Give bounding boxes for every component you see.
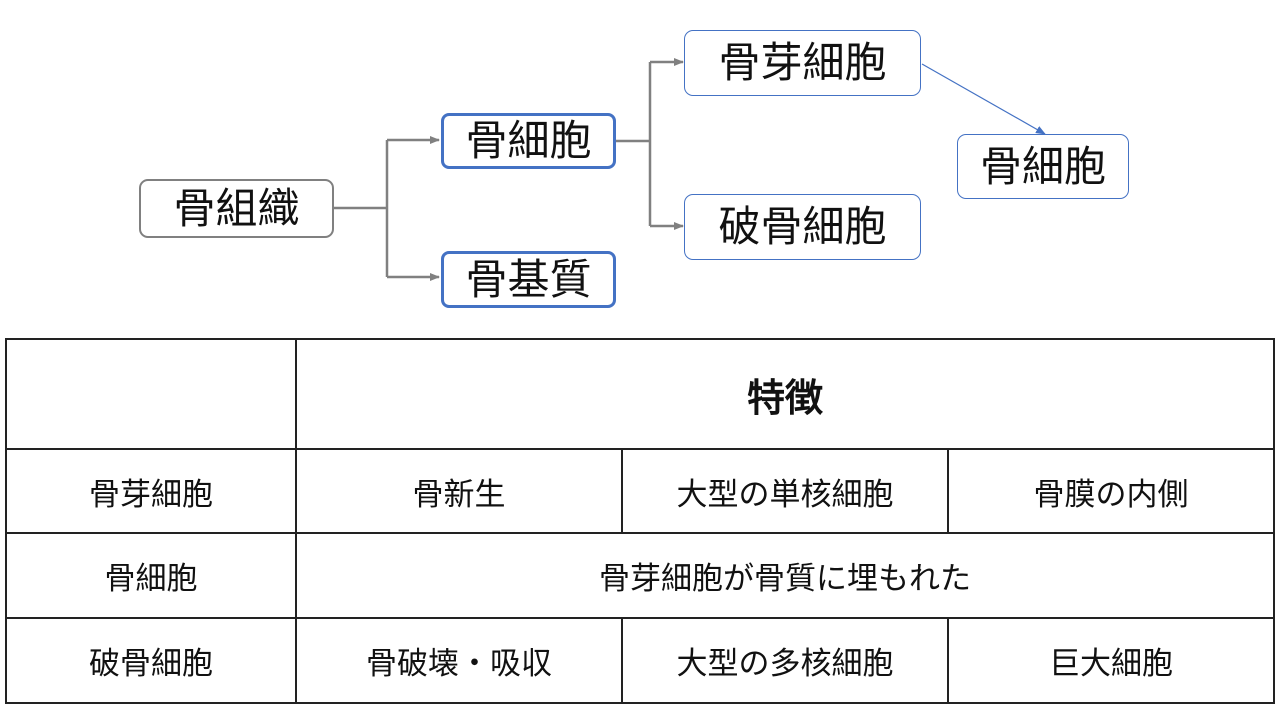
header-title: 特徴 [294,338,1276,450]
node-osteoblast: 骨芽細胞 [684,30,921,96]
table-cell: 大型の多核細胞 [621,617,949,704]
node-osteoclast: 破骨細胞 [684,194,921,260]
table-cell: 大型の単核細胞 [621,448,949,534]
bone-tissue-diagram: 骨組織 骨細胞 骨基質 骨芽細胞 破骨細胞 骨細胞 [0,0,1280,320]
node-osteocyte: 骨細胞 [441,113,616,169]
header-corner-cell [5,338,297,450]
table-row: 骨芽細胞 骨新生 大型の単核細胞 骨膜の内側 [5,448,1276,534]
table-header-row: 特徴 [5,338,1276,450]
diagram-connectors [334,58,1046,281]
row-label: 骨細胞 [5,532,297,619]
table-cell: 巨大細胞 [946,617,1276,704]
table-cell-merged: 骨芽細胞が骨質に埋もれた [294,532,1276,619]
root-connector [334,136,440,281]
table-row: 骨細胞 骨芽細胞が骨質に埋もれた [5,532,1276,619]
features-table: 特徴 骨芽細胞 骨新生 大型の単核細胞 骨膜の内側 骨細胞 骨芽細胞が骨質に埋も… [5,338,1276,704]
table-cell: 骨新生 [295,448,623,534]
table-cell: 骨膜の内側 [946,448,1276,534]
node-osteocyte-result: 骨細胞 [957,134,1129,199]
table-cell: 骨破壊・吸収 [295,617,623,704]
node-bone-matrix: 骨基質 [441,251,616,308]
transform-arrow [921,63,1046,135]
cell-connector [616,58,684,230]
table-row: 破骨細胞 骨破壊・吸収 大型の多核細胞 巨大細胞 [5,617,1276,704]
row-label: 破骨細胞 [5,617,297,704]
node-bone-tissue: 骨組織 [139,179,334,238]
row-label: 骨芽細胞 [5,448,297,534]
